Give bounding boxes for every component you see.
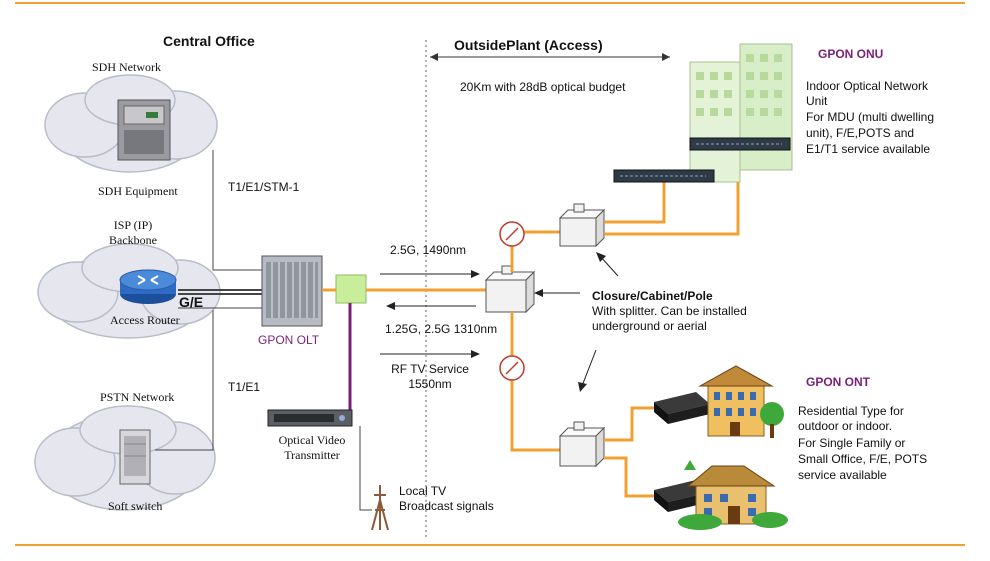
upstream-arrow-head bbox=[386, 302, 395, 310]
main-splitter-icon bbox=[484, 265, 536, 314]
antenna-icon bbox=[371, 485, 389, 531]
onu-title: GPON ONU bbox=[818, 47, 884, 61]
closure-desc-2: underground or aerial bbox=[592, 319, 707, 333]
ont-desc-2: outdoor or indoor. bbox=[798, 419, 893, 433]
ge-label: G/E bbox=[179, 294, 204, 310]
downstream-rate-label: 2.5G, 1490nm bbox=[390, 243, 467, 257]
ont-desc-3: For Single Family or bbox=[798, 436, 906, 450]
local-tv-link bbox=[359, 426, 372, 511]
soft-switch-label: Soft switch bbox=[108, 499, 163, 513]
soft-switch-icon bbox=[119, 429, 151, 485]
rf-service-label-2: 1550nm bbox=[408, 377, 452, 391]
optical-budget-label: 20Km with 28dB optical budget bbox=[460, 80, 626, 94]
ont-title: GPON ONT bbox=[806, 375, 871, 389]
house-icon-2 bbox=[678, 460, 788, 530]
local-tv-label-1: Local TV bbox=[399, 484, 447, 498]
closure-desc-1: With splitter. Can be installed bbox=[592, 304, 747, 318]
rf-arrow-head bbox=[471, 350, 480, 358]
central-office-title: Central Office bbox=[163, 33, 255, 49]
local-tv-label-2: Broadcast signals bbox=[399, 499, 494, 513]
closure-pointer-down-head bbox=[578, 382, 587, 392]
ont-device-icon-1 bbox=[654, 392, 710, 424]
link-sdh-label: T1/E1/STM-1 bbox=[228, 180, 300, 194]
isp-backbone-label-2: Backbone bbox=[109, 233, 157, 247]
ont-desc-5: service available bbox=[798, 468, 887, 482]
closure-title: Closure/Cabinet/Pole bbox=[592, 289, 713, 303]
pstn-network-label: PSTN Network bbox=[100, 390, 175, 404]
optical-video-transmitter-icon bbox=[267, 409, 353, 427]
router-icon bbox=[119, 269, 177, 304]
onu-desc-2: Unit bbox=[806, 94, 828, 108]
closure-pointer-up-head bbox=[596, 252, 606, 262]
olt-chassis-icon bbox=[261, 255, 323, 327]
arrow-left-head bbox=[430, 53, 438, 61]
gauge-icon-lower bbox=[499, 355, 525, 381]
link-pstn bbox=[155, 310, 214, 451]
sdh-equipment-label: SDH Equipment bbox=[98, 184, 178, 198]
ovt-label-2: Transmitter bbox=[284, 448, 340, 462]
downstream-arrow-head bbox=[471, 270, 480, 278]
onu-switch-icon bbox=[613, 137, 791, 183]
closure-pointer-down bbox=[581, 349, 597, 387]
upper-splitter-icon bbox=[558, 203, 606, 248]
fiber-to-onu-1 bbox=[604, 180, 666, 224]
closure-pointer-main-head bbox=[534, 289, 543, 297]
sdh-equipment-icon bbox=[117, 99, 171, 161]
house-icon-1 bbox=[698, 365, 784, 438]
onu-desc-4: unit), F/E,POTS and bbox=[806, 126, 915, 140]
outside-plant-title: OutsidePlant (Access) bbox=[454, 37, 603, 53]
onu-desc-3: For MDU (multi dwelling bbox=[806, 110, 935, 124]
upstream-rate-label: 1.25G, 2.5G 1310nm bbox=[385, 322, 498, 336]
rf-service-label-1: RF TV Service bbox=[391, 362, 469, 376]
closure-pointer-up bbox=[599, 255, 619, 277]
wdm-combiner bbox=[335, 274, 367, 304]
onu-desc-1: Indoor Optical Network bbox=[806, 79, 929, 93]
link-sdh bbox=[212, 150, 262, 271]
fiber-to-ont-2 bbox=[604, 456, 660, 498]
link-pstn-label: T1/E1 bbox=[228, 380, 261, 394]
lower-splitter-icon bbox=[558, 421, 606, 468]
olt-label: GPON OLT bbox=[258, 333, 320, 347]
sdh-network-label: SDH Network bbox=[92, 60, 161, 74]
onu-desc-5: E1/T1 service available bbox=[806, 142, 931, 156]
gauge-icon-upper bbox=[499, 221, 525, 247]
access-router-label: Access Router bbox=[110, 313, 180, 327]
arrow-right-head bbox=[662, 53, 670, 61]
isp-backbone-label-1: ISP (IP) bbox=[113, 218, 153, 232]
branch-fiber-down bbox=[510, 312, 560, 452]
ovt-label-1: Optical Video bbox=[278, 433, 346, 447]
mdu-building-icon bbox=[689, 43, 793, 183]
ont-desc-4: Small Office, F/E, POTS bbox=[798, 452, 928, 466]
ont-desc-1: Residential Type for bbox=[798, 404, 904, 418]
fiber-to-ont-1 bbox=[604, 406, 660, 442]
